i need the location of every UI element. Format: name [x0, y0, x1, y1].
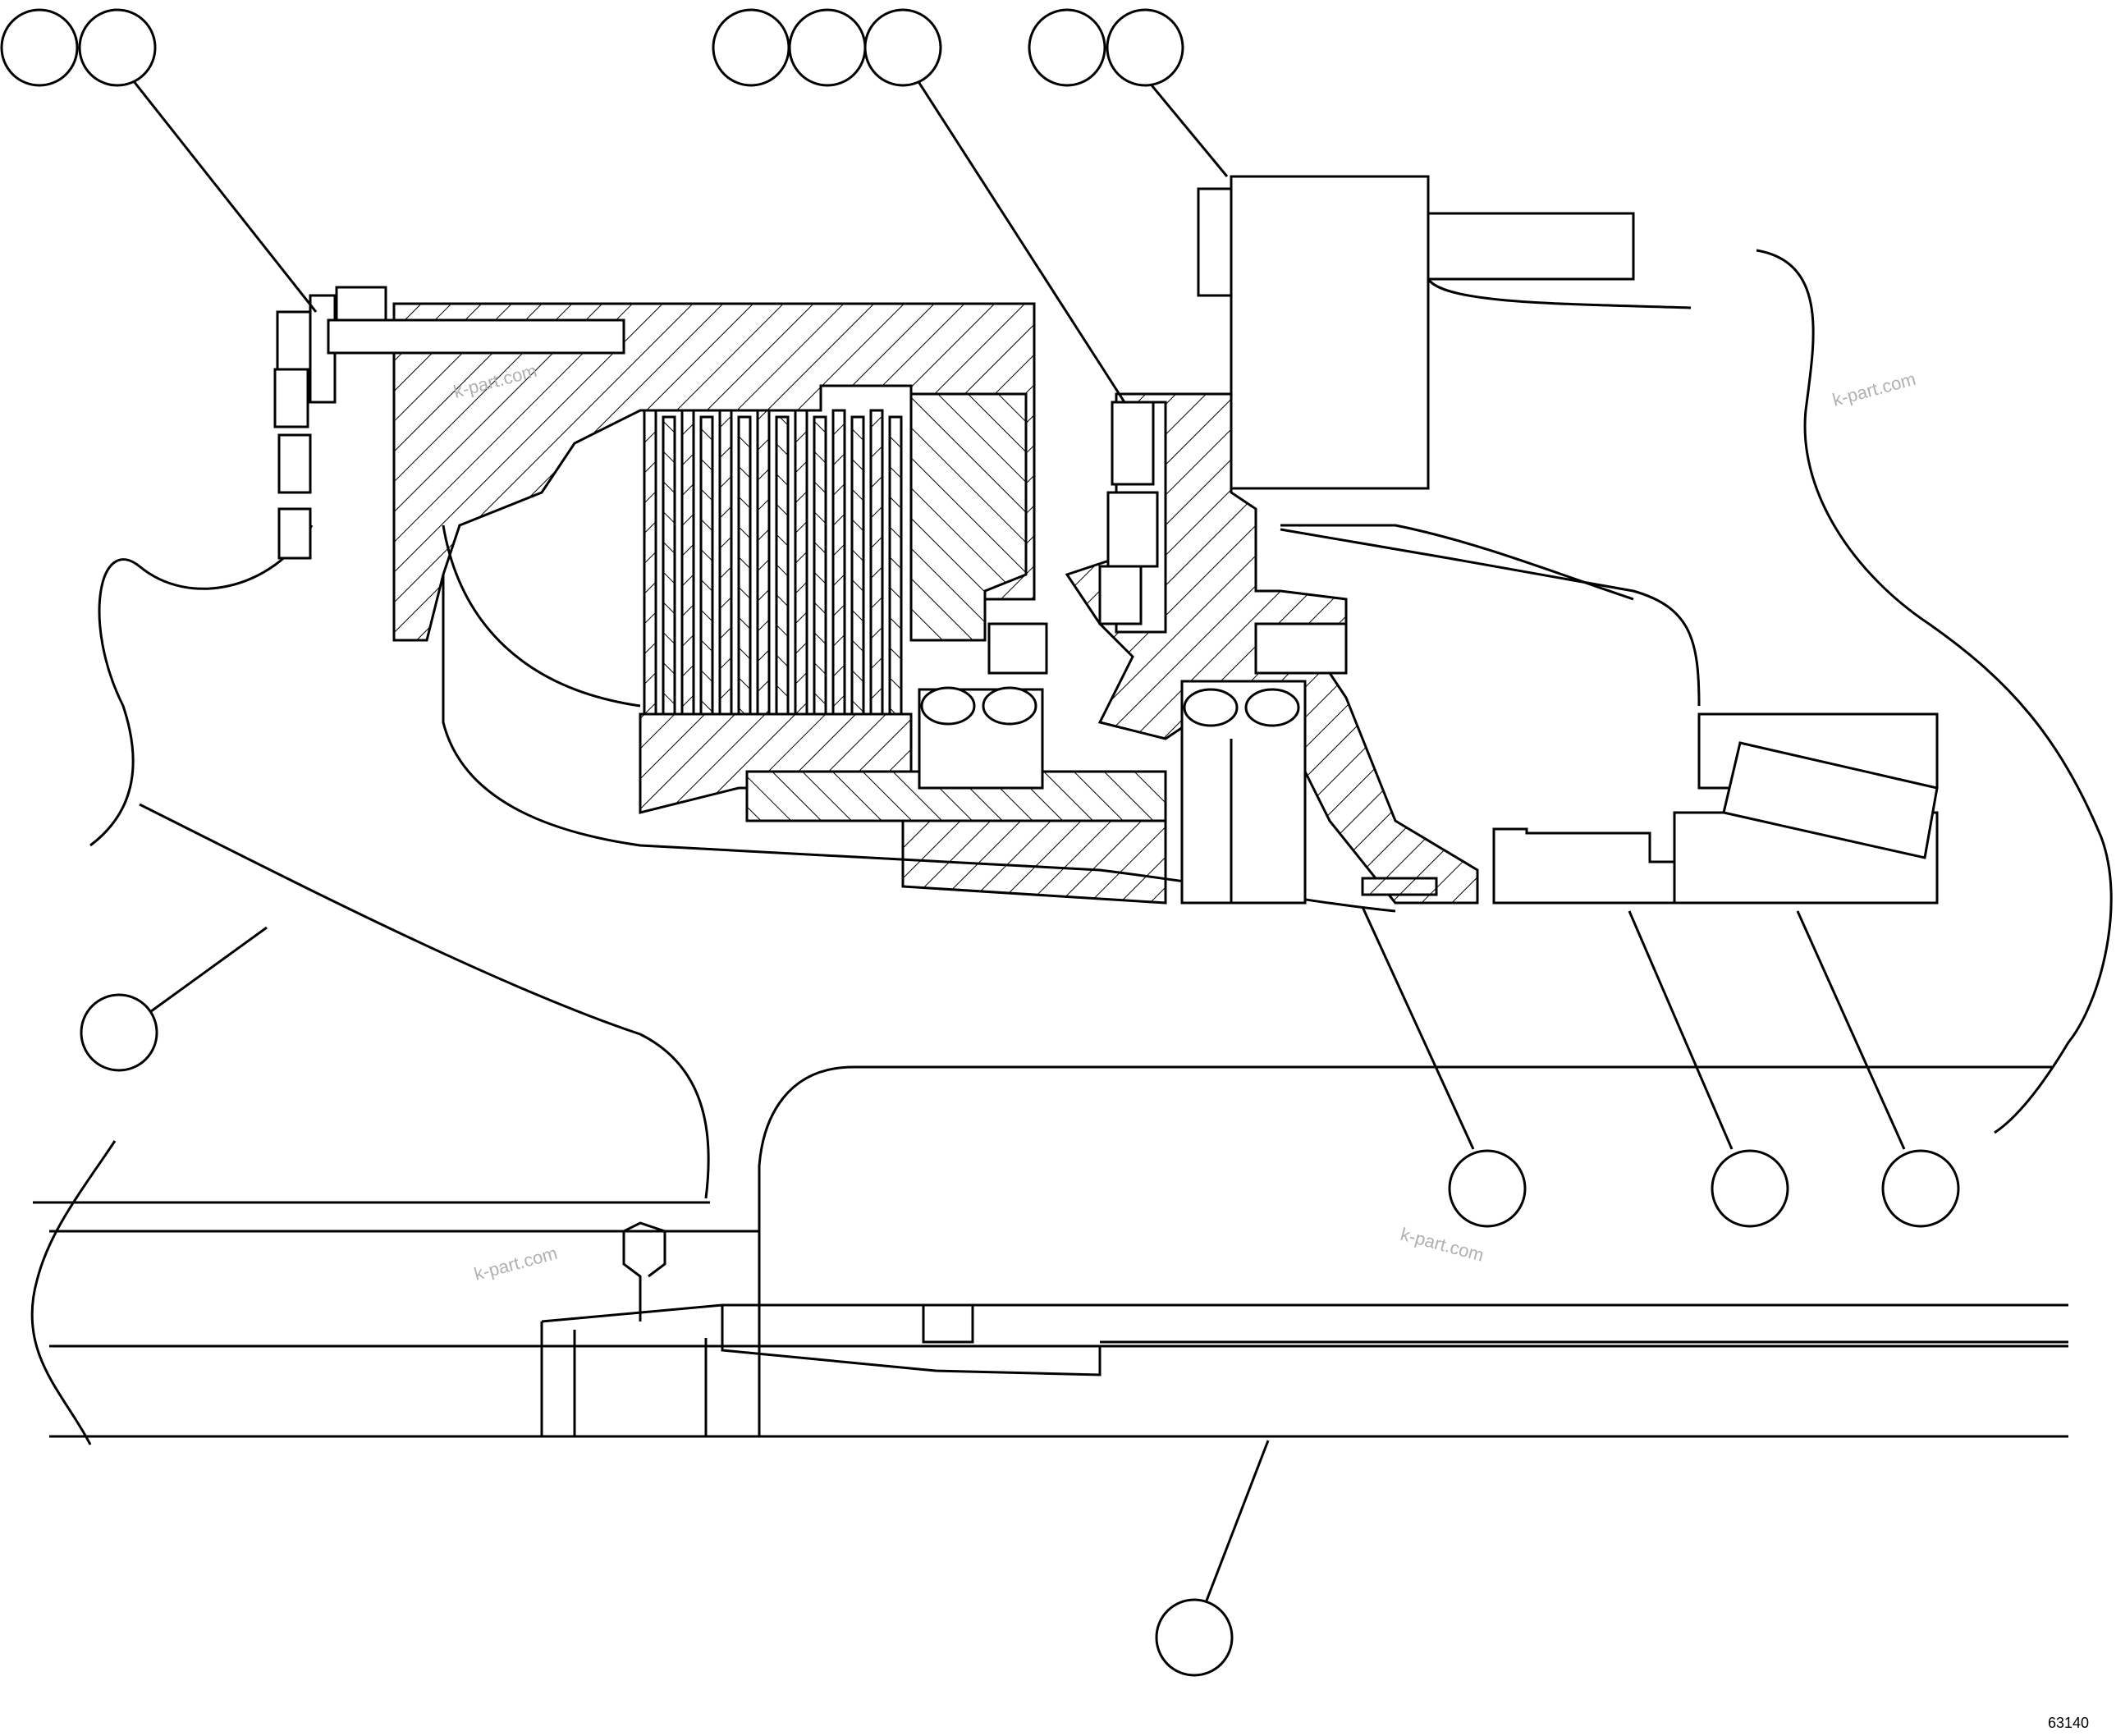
callout-balloon [1028, 8, 1106, 87]
watermark-text: k-part.com [472, 1243, 560, 1285]
callout-balloon [0, 8, 79, 87]
clutch-plate [737, 415, 752, 716]
clutch-plate [643, 409, 657, 716]
housing-outline [30, 249, 2113, 1445]
clutch-plate [775, 415, 790, 716]
callout-balloon [712, 8, 790, 87]
callout-balloon [1711, 1149, 1789, 1228]
clutch-plate [662, 415, 676, 716]
clutch-plate [813, 415, 827, 716]
gear-teeth [273, 286, 625, 560]
clutch-plate [718, 409, 733, 716]
tapered-roller-bearing [1673, 712, 1939, 905]
clutch-plates [643, 409, 903, 716]
callout-balloon [788, 8, 867, 87]
roller-pin [1361, 877, 1438, 896]
bolt-stack [1098, 401, 1159, 625]
clutch-plate [680, 409, 695, 716]
spacer-ring [1492, 827, 1676, 905]
callout-balloon [80, 993, 158, 1072]
clutch-plate [869, 409, 884, 716]
callout-balloon [1448, 1149, 1527, 1228]
clutch-plate [699, 415, 714, 716]
watermark-text: k-part.com [1399, 1224, 1486, 1266]
clutch-plate [794, 409, 808, 716]
bearing-left [918, 622, 1048, 790]
callout-balloon [1155, 1598, 1234, 1677]
clutch-plate [756, 409, 771, 716]
callout-balloon [1881, 1149, 1960, 1228]
clutch-plate [888, 415, 903, 716]
clutch-plate [850, 415, 865, 716]
bearing-center [1180, 622, 1348, 905]
figure-code: 63140 [2048, 1715, 2089, 1731]
main-shaft [33, 1201, 2068, 1438]
clutch-plate [831, 409, 846, 716]
callout-balloon [78, 8, 157, 87]
watermark-text: k-part.com [1830, 369, 1918, 410]
callout-balloons [0, 8, 1960, 1677]
clutch-housing [392, 302, 1167, 905]
callout-balloon [1106, 8, 1184, 87]
callout-balloon [863, 8, 942, 87]
